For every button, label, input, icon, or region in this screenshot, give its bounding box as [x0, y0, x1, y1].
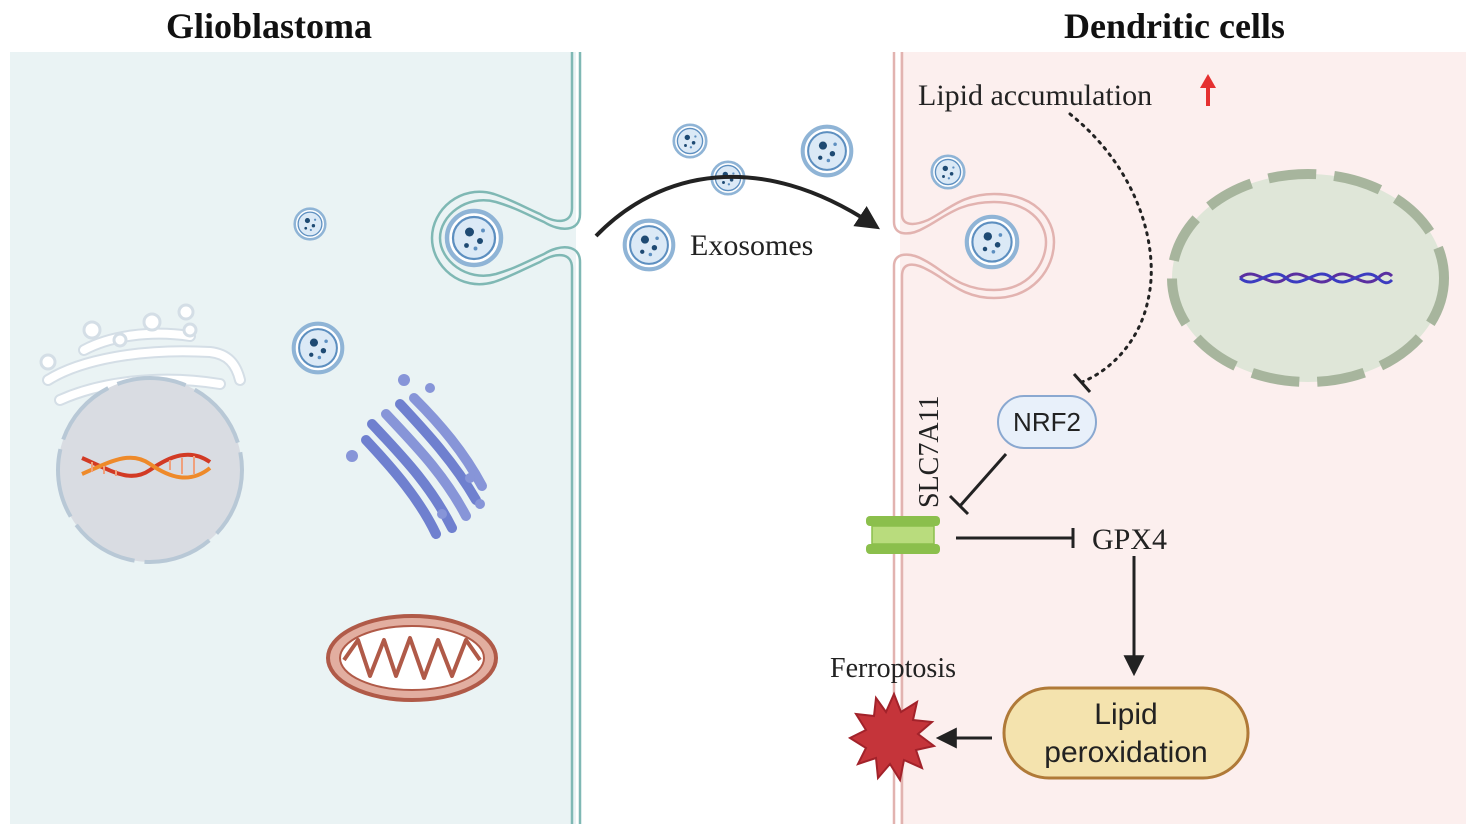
budding-exosome-icon — [447, 211, 501, 265]
dendritic-cells-title: Dendritic cells — [1064, 6, 1285, 46]
er-vesicles — [39, 303, 198, 371]
exosome-icon — [293, 207, 327, 241]
glioblastoma-title: Glioblastoma — [166, 6, 373, 46]
dendritic-membrane — [892, 52, 1056, 824]
mitochondrion-icon — [326, 614, 498, 702]
exosome-icon — [294, 324, 343, 373]
nrf2-label: NRF2 — [1013, 407, 1081, 437]
exosome-icon — [930, 154, 966, 190]
lipid-peroxidation-label-line1: Lipid — [1094, 698, 1157, 731]
up-arrow-icon — [1200, 74, 1216, 106]
inhibition-bar — [948, 494, 970, 516]
lipid-accumulation-label: Lipid accumulation — [918, 79, 1152, 112]
exosome-transfer-arrow — [594, 174, 881, 238]
nrf2-node — [997, 395, 1097, 449]
slc7a11-transporter-icon — [866, 516, 940, 554]
golgi-apparatus-icon — [361, 393, 487, 539]
exosome-icon — [672, 123, 708, 159]
nrf2-inhibits-slc7a11-line — [958, 453, 1008, 507]
gpx4-label: GPX4 — [1092, 523, 1167, 556]
exosomes-label: Exosomes — [690, 229, 813, 262]
lipid-peroxidation-label-line2: peroxidation — [1044, 736, 1207, 769]
dna-helix-icon — [1239, 271, 1394, 285]
glioblastoma-membrane — [430, 52, 582, 824]
lipid-inhibits-nrf2-line — [1068, 112, 1153, 384]
lipid-peroxidation-node — [1002, 686, 1250, 780]
golgi-vesicles — [346, 374, 485, 519]
exosome-icon — [803, 127, 852, 176]
inhibition-bar — [1072, 373, 1092, 393]
ferroptosis-label: Ferroptosis — [830, 653, 956, 684]
dna-helix-icon — [81, 452, 212, 480]
exosome-icon — [625, 221, 674, 270]
slc7a11-label: SLC7A11 — [914, 395, 945, 508]
explosion-star-icon — [847, 691, 937, 783]
internalized-exosome-icon — [967, 217, 1017, 267]
